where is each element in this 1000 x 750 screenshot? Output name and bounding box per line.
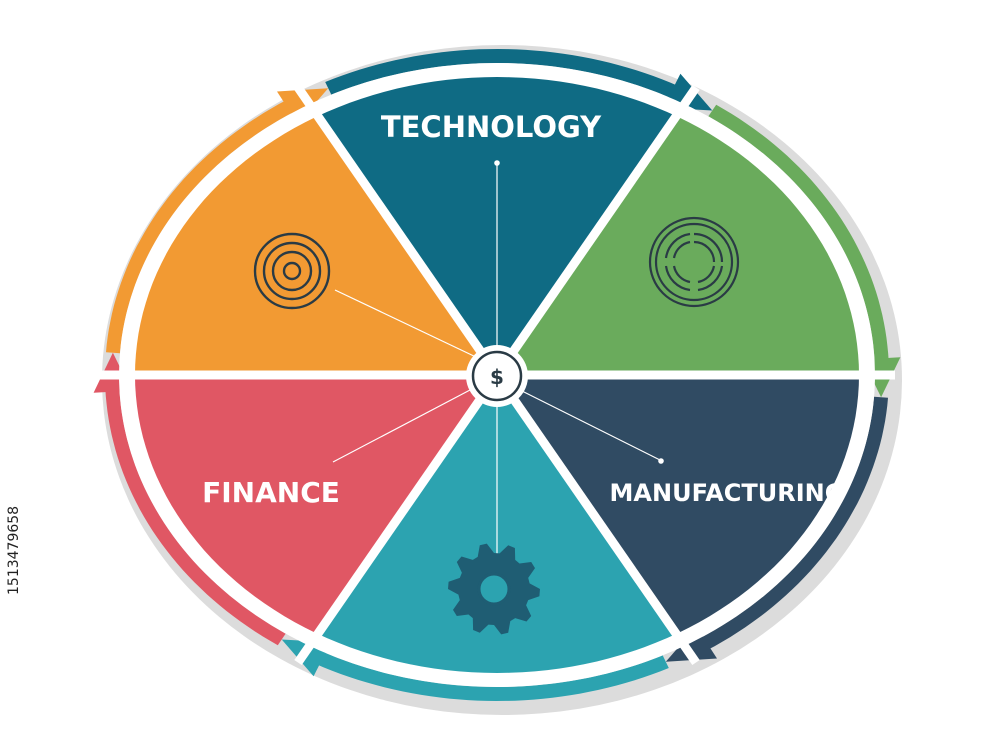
segment-label-technology: TECHNOLOGY bbox=[381, 110, 602, 144]
outer-arc-technology bbox=[325, 49, 687, 103]
segment-finance bbox=[135, 375, 497, 634]
divider-0 bbox=[294, 84, 501, 378]
image-id-text: 1513479658 bbox=[6, 505, 22, 595]
target-icon bbox=[253, 232, 331, 310]
segment-orange bbox=[135, 116, 497, 376]
outer-arc-teal bbox=[307, 647, 669, 701]
dollar-icon: $ bbox=[490, 365, 504, 389]
segment-label-finance: FINANCE bbox=[202, 476, 340, 509]
divider-3 bbox=[493, 372, 700, 666]
arrowhead-orange bbox=[277, 88, 329, 124]
segment-label-manufacturing: MANUFACTURING bbox=[610, 479, 845, 507]
circular-chart-icon bbox=[648, 216, 740, 308]
divider-1 bbox=[493, 84, 700, 378]
connector-lines bbox=[332, 160, 664, 555]
arrowhead-manufacturing bbox=[665, 626, 717, 662]
gear-icon bbox=[448, 543, 540, 635]
connector-finance bbox=[332, 389, 471, 463]
connector-manufacturing bbox=[519, 389, 661, 461]
segment-green bbox=[497, 116, 859, 376]
divider-lines bbox=[99, 84, 895, 666]
center-badge: $ bbox=[466, 345, 528, 407]
divider-4 bbox=[294, 372, 501, 666]
connector-orange bbox=[334, 289, 479, 359]
segment-group bbox=[135, 77, 859, 673]
segment-manufacturing bbox=[497, 375, 859, 634]
